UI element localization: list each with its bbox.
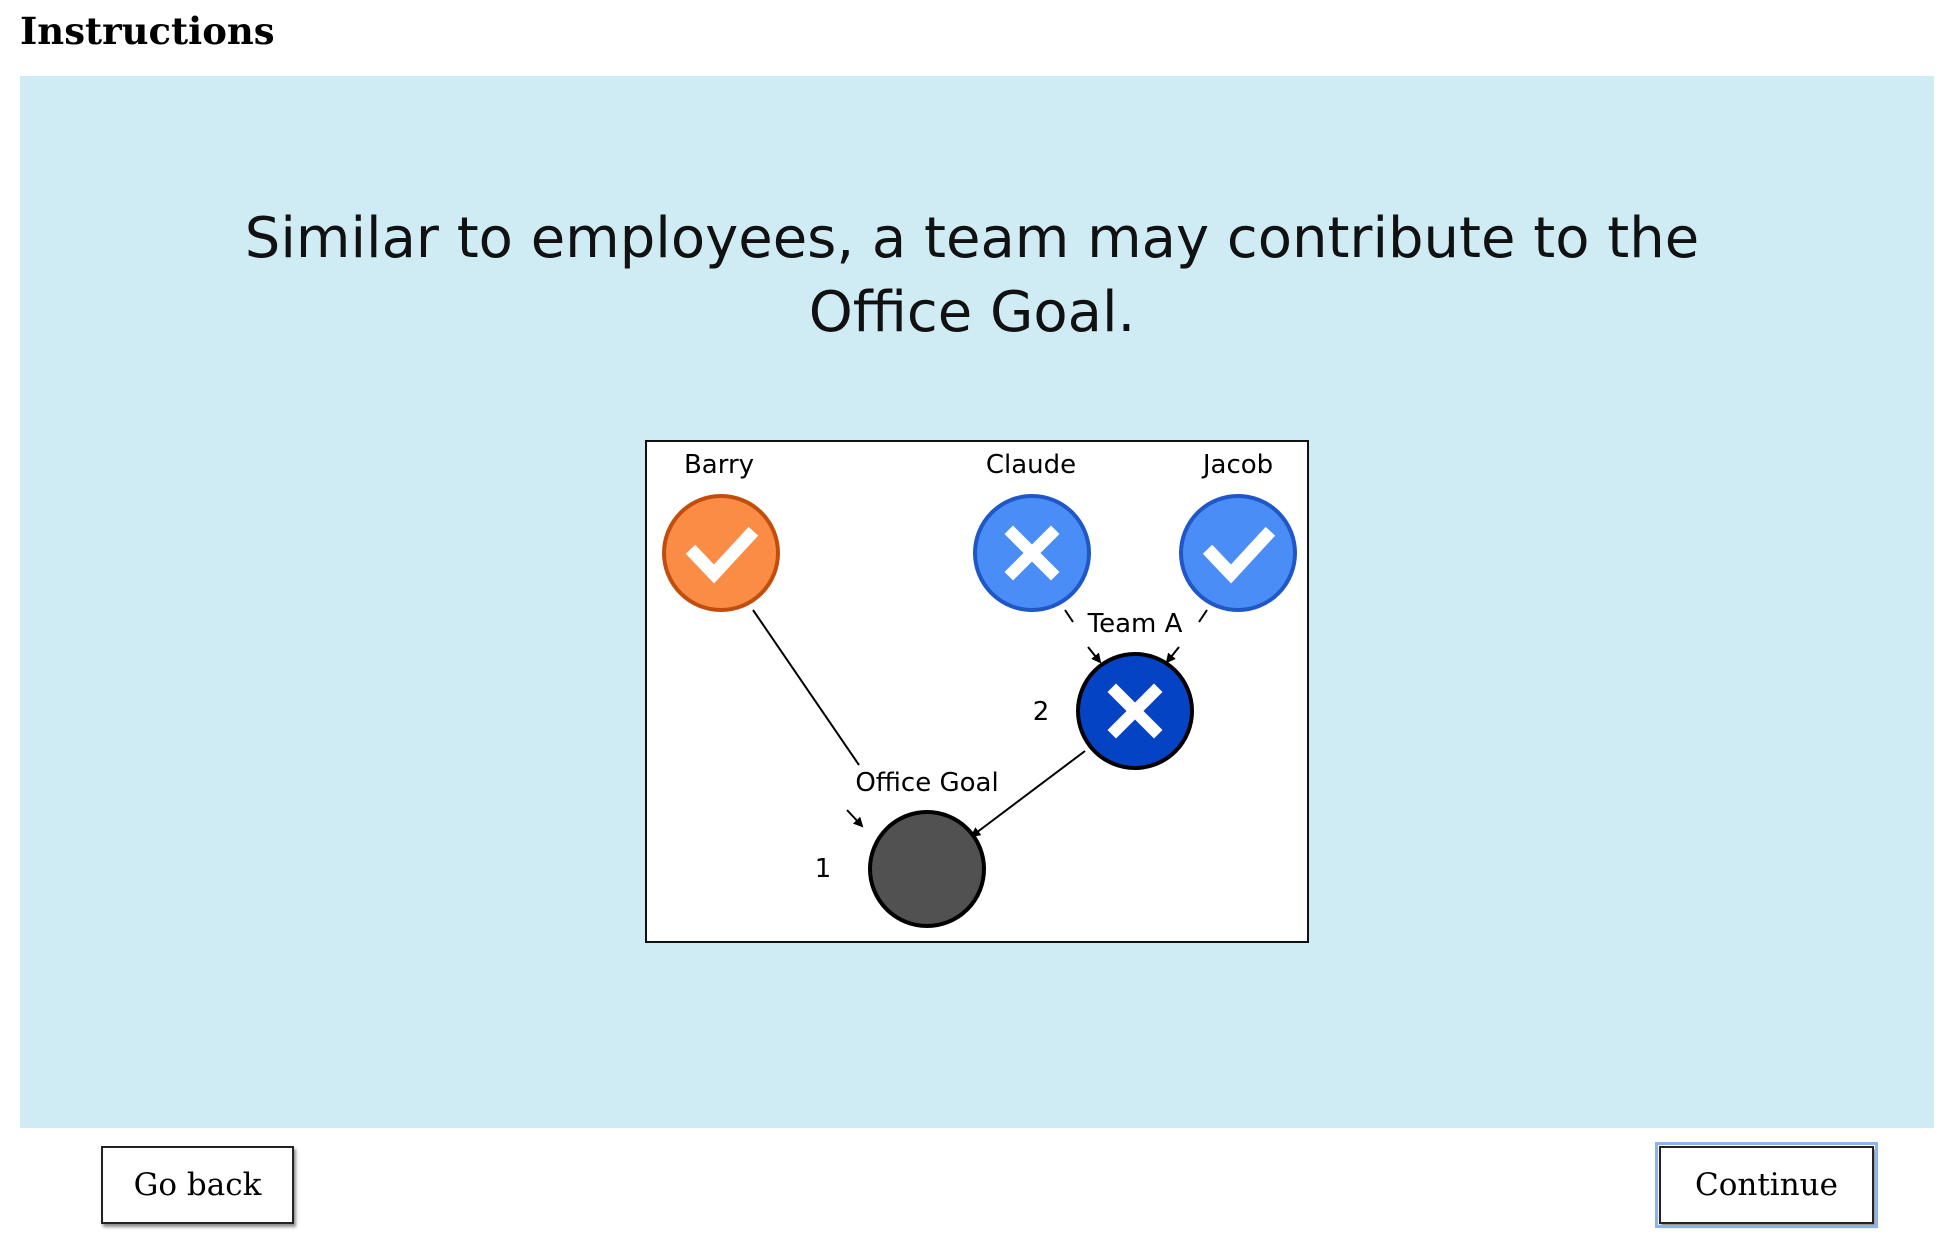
headline-line-2: Office Goal. xyxy=(808,280,1136,345)
team-a-node xyxy=(1076,652,1194,770)
edge-jacob-arrow xyxy=(1165,646,1180,664)
jacob-node xyxy=(1179,494,1297,612)
check-icon xyxy=(685,526,759,584)
claude-node xyxy=(973,494,1091,612)
headline-line-1: Similar to employees, a team may contrib… xyxy=(244,206,1700,271)
jacob-label: Jacob xyxy=(1201,450,1273,480)
edge-barry-arrow xyxy=(846,809,864,828)
barry-label: Barry xyxy=(684,450,754,480)
instruction-headline: Similar to employees, a team may contrib… xyxy=(0,202,1944,350)
continue-button[interactable]: Continue xyxy=(1655,1142,1878,1228)
cross-icon xyxy=(1107,683,1163,739)
goal-hierarchy-diagram: Barry Claude Jacob Team A 2 Office Goal … xyxy=(645,440,1309,943)
edge-claude-to-team-a xyxy=(1064,609,1074,623)
office-goal-label: Office Goal xyxy=(855,768,998,798)
check-icon xyxy=(1202,526,1276,584)
team-a-level: 2 xyxy=(1033,697,1050,727)
cross-icon xyxy=(1004,525,1060,581)
office-goal-level: 1 xyxy=(815,854,832,884)
barry-circle xyxy=(662,494,780,612)
edge-team-a-to-office-goal xyxy=(970,750,1086,838)
edge-claude-arrow xyxy=(1087,646,1102,664)
team-a-label: Team A xyxy=(1087,609,1183,639)
diagram-svg: Barry Claude Jacob Team A 2 Office Goal … xyxy=(662,450,1297,928)
office-goal-node xyxy=(868,810,986,928)
page-title: Instructions xyxy=(20,9,275,53)
edge-jacob-to-team-a xyxy=(1198,609,1208,623)
edge-barry-to-office-goal xyxy=(752,609,860,766)
barry-node xyxy=(662,494,780,612)
jacob-circle xyxy=(1179,494,1297,612)
claude-label: Claude xyxy=(986,450,1076,480)
go-back-button[interactable]: Go back xyxy=(101,1146,294,1224)
